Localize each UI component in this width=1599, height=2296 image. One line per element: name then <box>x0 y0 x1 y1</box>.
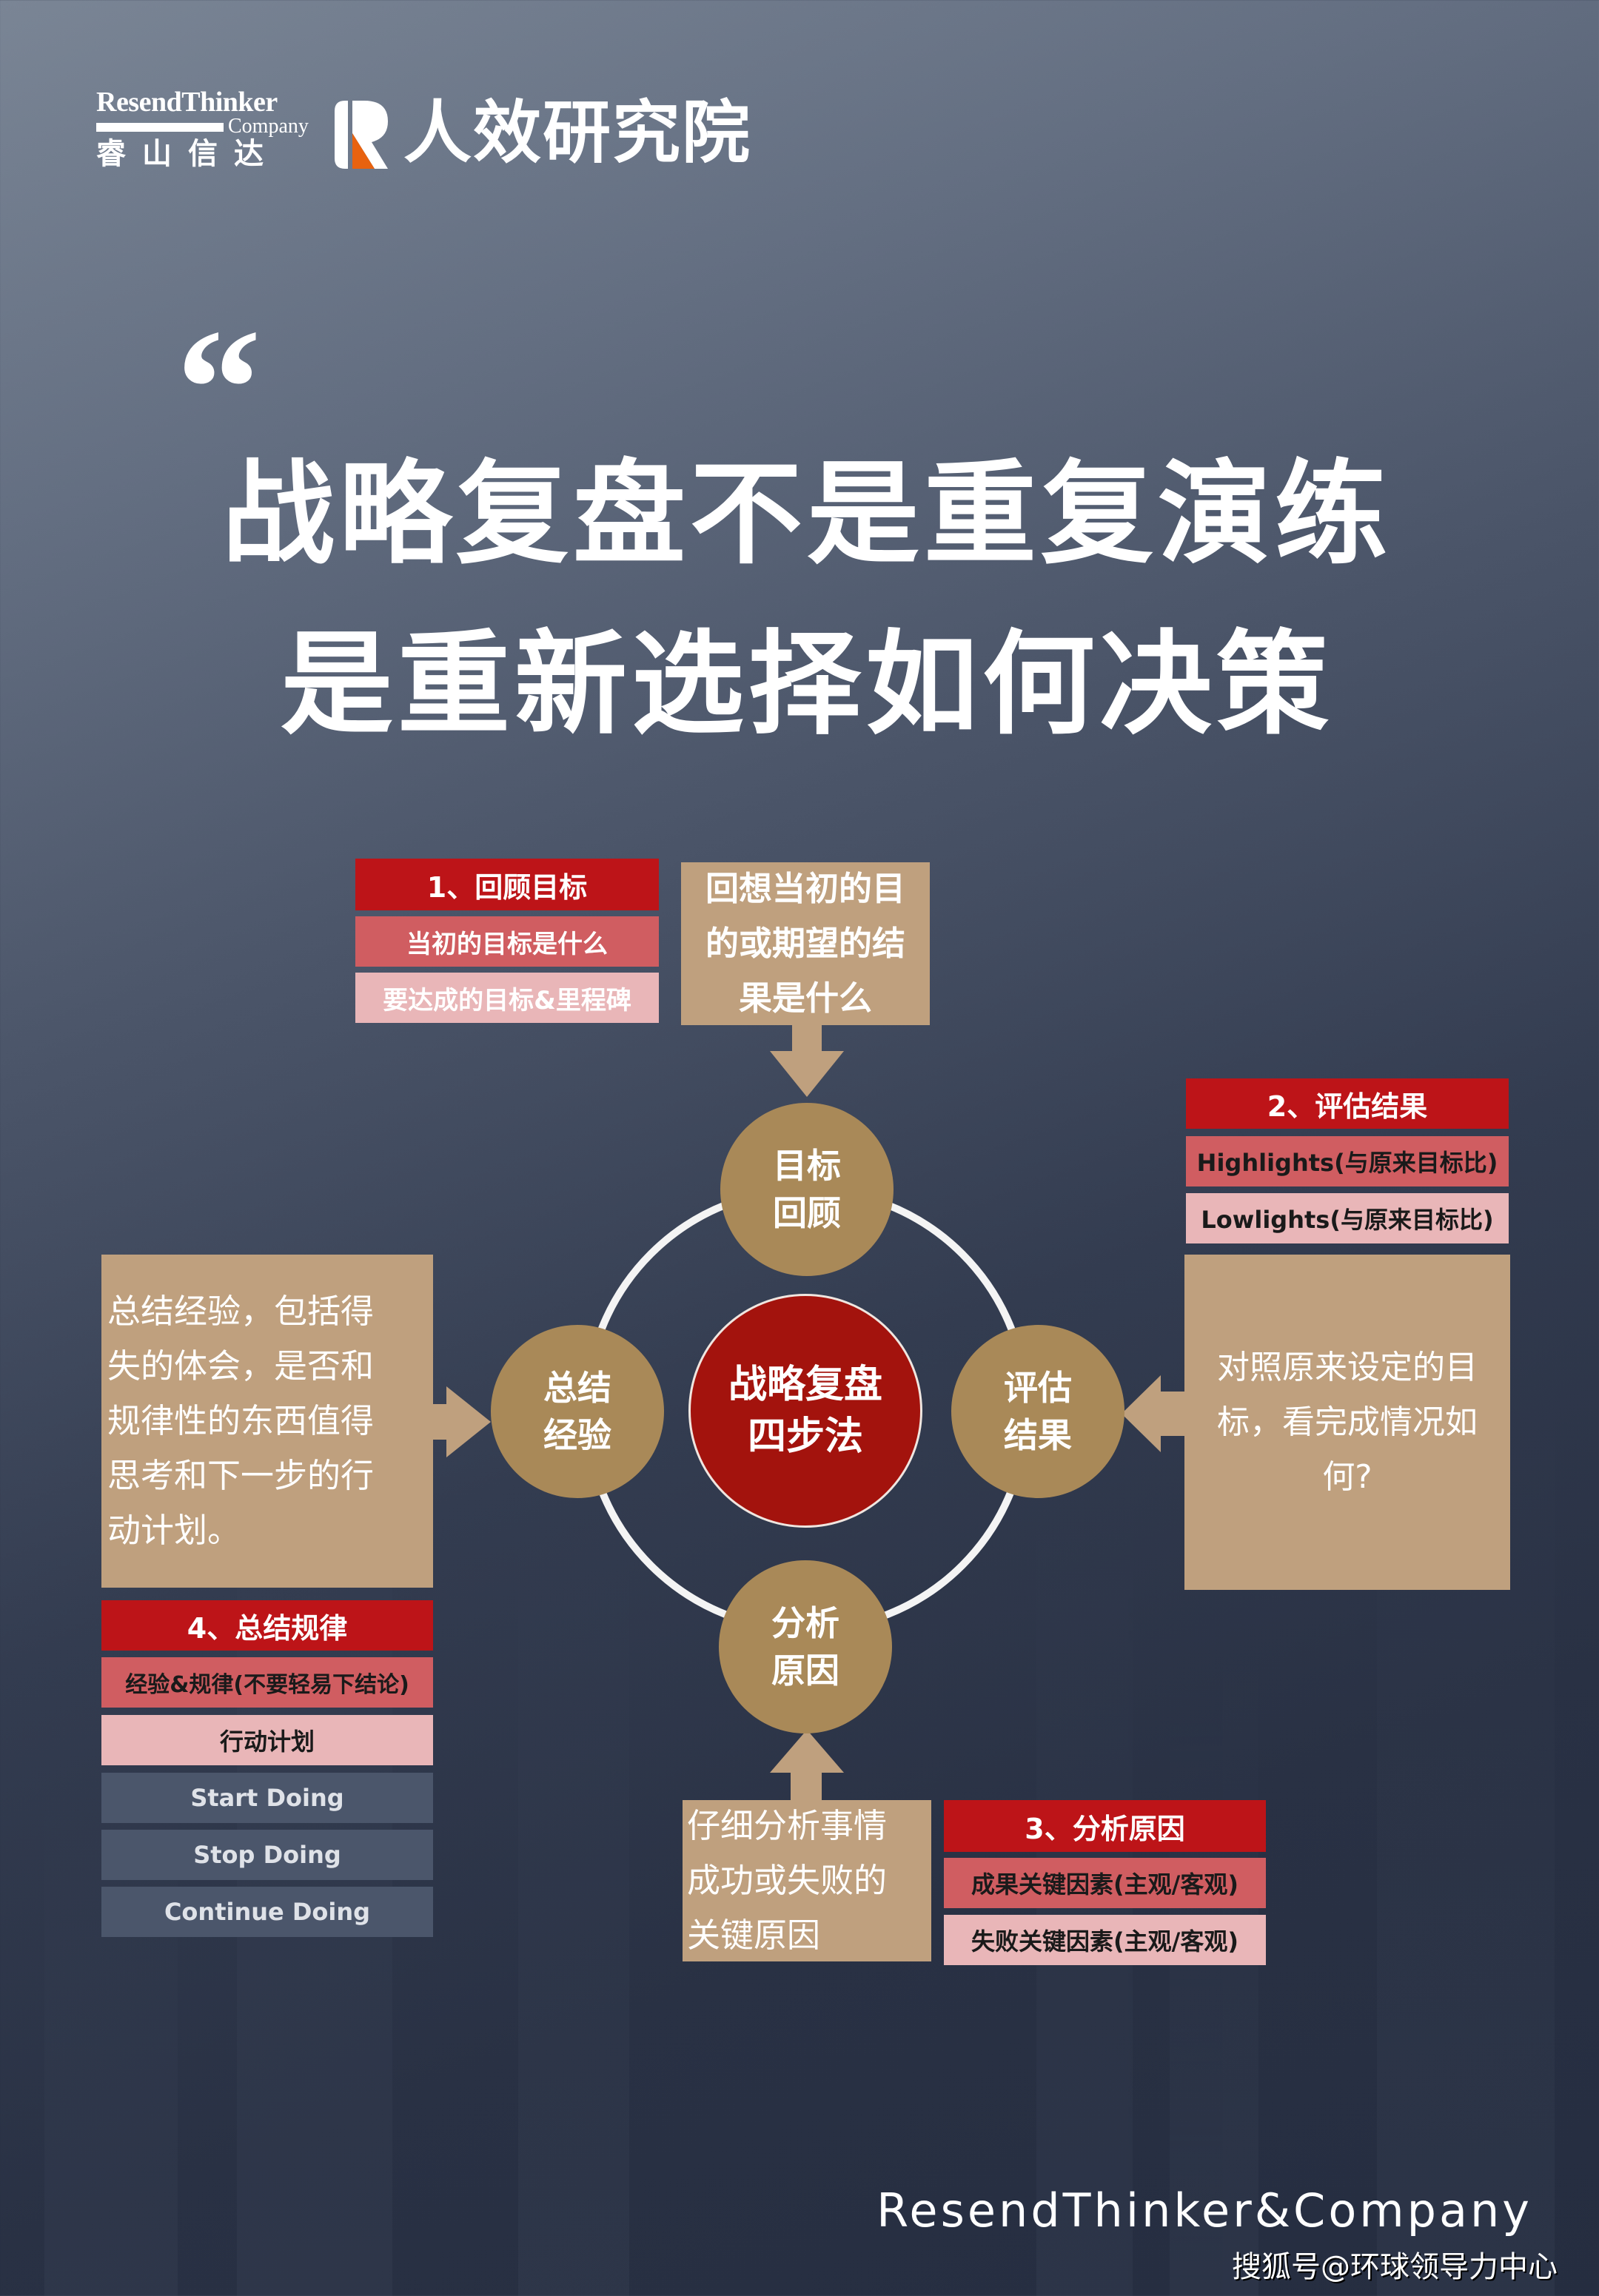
logo-brand-en: ResendThinker <box>96 87 278 118</box>
institute-name: 人效研究院 <box>403 93 752 172</box>
resendthinker-logo: ResendThinker Company 睿山信达 <box>96 87 311 170</box>
logo-bar <box>96 123 224 132</box>
step3-item: 失败关键因素(主观/客观) <box>944 1915 1266 1965</box>
note-line: 成功或失败的 <box>687 1861 888 1900</box>
node-goal-review[interactable]: 目标 回顾 <box>720 1103 894 1276</box>
note-line: 总结经验，包括得 <box>107 1292 375 1331</box>
logo-brand-cn: 睿山信达 <box>96 137 280 170</box>
step4-title: 4、总结规律 <box>101 1600 433 1651</box>
step1-item: 当初的目标是什么 <box>355 916 659 967</box>
note-line: 仔细分析事情 <box>687 1806 888 1845</box>
quote-mark-icon: “ <box>176 294 261 483</box>
institute-logo-icon <box>335 101 388 169</box>
step2-title: 2、评估结果 <box>1186 1078 1509 1129</box>
step4-item: 行动计划 <box>101 1715 433 1765</box>
step2-note: 对照原来设定的目 标，看完成情况如 何? <box>1184 1255 1510 1590</box>
step3-item: 成果关键因素(主观/客观) <box>944 1858 1266 1908</box>
footer-company: ResendThinker&Company <box>876 2183 1532 2238</box>
footer-source: 搜狐号@环球领导力中心 <box>1232 2250 1558 2284</box>
step1-note: 回想当初的目 的或期望的结 果是什么 <box>681 862 930 1025</box>
logo-company: Company <box>228 115 309 138</box>
step2-item: Lowlights(与原来目标比) <box>1186 1193 1509 1243</box>
step1-item: 要达成的目标&里程碑 <box>355 973 659 1023</box>
step4-item: 经验&规律(不要轻易下结论) <box>101 1657 433 1708</box>
action-continue-doing: Continue Doing <box>101 1887 433 1937</box>
action-stop-doing: Stop Doing <box>101 1830 433 1880</box>
center-title-line2: 四步法 <box>747 1414 863 1459</box>
headline-line1: 战略复盘不是重复演练 <box>222 449 1392 580</box>
note-line: 对照原来设定的目 <box>1217 1348 1478 1386</box>
arrow-left-icon <box>1122 1375 1186 1452</box>
step3-title: 3、分析原因 <box>944 1800 1266 1852</box>
note-line: 标，看完成情况如 <box>1217 1403 1478 1441</box>
node-label: 原因 <box>771 1651 839 1691</box>
node-label: 回顾 <box>773 1193 841 1233</box>
note-line: 何? <box>1322 1457 1372 1496</box>
note-line: 失的体会，是否和 <box>107 1346 375 1386</box>
node-label: 总结 <box>543 1368 611 1408</box>
node-label: 评估 <box>1004 1368 1072 1408</box>
note-line: 的或期望的结 <box>705 924 905 963</box>
node-summarize-experience[interactable]: 总结 经验 <box>491 1325 664 1498</box>
node-label: 目标 <box>773 1146 841 1186</box>
step4-note: 总结经验，包括得 失的体会，是否和 规律性的东西值得 思考和下一步的行 动计划。 <box>101 1255 433 1588</box>
note-line: 规律性的东西值得 <box>107 1401 375 1440</box>
node-label: 经验 <box>543 1415 611 1455</box>
step2-item: Highlights(与原来目标比) <box>1186 1136 1509 1186</box>
arrow-right-icon <box>433 1386 491 1457</box>
note-line: 关键原因 <box>687 1916 821 1955</box>
note-line: 思考和下一步的行 <box>107 1456 375 1495</box>
note-line: 回想当初的目 <box>705 869 905 908</box>
step1-title: 1、回顾目标 <box>355 859 659 910</box>
action-start-doing: Start Doing <box>101 1773 433 1823</box>
arrow-up-icon <box>770 1730 844 1800</box>
headline-line2: 是重新选择如何决策 <box>281 619 1333 750</box>
node-analyze-causes[interactable]: 分析 原因 <box>719 1560 892 1733</box>
center-title-line1: 战略复盘 <box>728 1363 882 1407</box>
step3-note: 仔细分析事情 成功或失败的 关键原因 <box>683 1800 931 1961</box>
node-label: 分析 <box>771 1603 839 1643</box>
center-node: 战略复盘 四步法 <box>688 1294 922 1528</box>
note-line: 果是什么 <box>738 979 872 1018</box>
note-line: 动计划。 <box>107 1511 241 1550</box>
node-label: 结果 <box>1004 1415 1072 1455</box>
arrow-down-icon <box>770 1025 844 1097</box>
node-evaluate-results[interactable]: 评估 结果 <box>951 1325 1124 1498</box>
